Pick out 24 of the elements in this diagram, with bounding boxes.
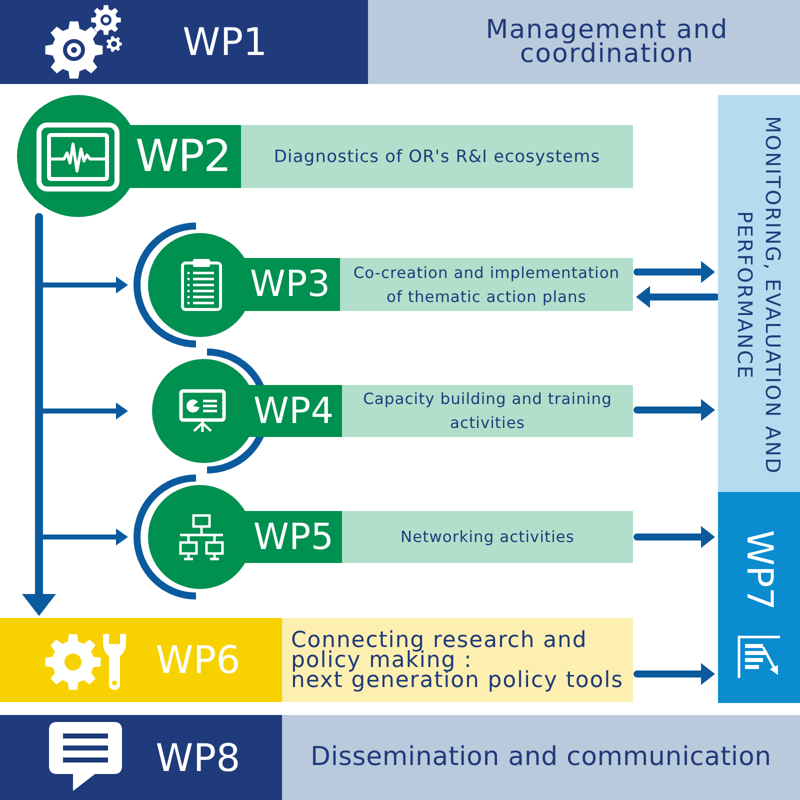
- description-text: Connecting research and policy making :: [291, 631, 588, 671]
- work-package-code: WP2: [135, 130, 231, 183]
- work-package-title: Dissemination and communication: [310, 742, 772, 773]
- work-package-code: WP7: [738, 530, 780, 610]
- work-package-code: WP4: [253, 390, 334, 432]
- work-package-title: Management and coordination: [484, 18, 730, 66]
- work-package-code: WP1: [182, 19, 268, 65]
- description-text: Networking activities: [400, 527, 576, 548]
- work-package-banner: [0, 618, 633, 702]
- work-package-code: WP6: [156, 637, 240, 683]
- description-text: Capacity building and training activities: [362, 389, 613, 434]
- work-package-banner: [0, 715, 800, 800]
- work-package-code: WP8: [156, 734, 240, 780]
- work-package-code: WP5: [253, 516, 334, 558]
- description-text: Co-creation and implementation of thematic action plans: [352, 262, 621, 308]
- arrow: [43, 528, 128, 546]
- work-package-code: WP3: [250, 263, 330, 306]
- work-package-column: [718, 95, 800, 703]
- work-package-banner: [0, 0, 800, 84]
- work-package-row: [17, 95, 633, 217]
- description-text: Diagnostics of OR's R&I ecosystems: [274, 146, 600, 166]
- work-package-title: MONITORING, EVALUATION AND PERFORMANCE: [732, 114, 786, 476]
- arrow: [43, 276, 128, 294]
- description-text: next generation policy tools: [291, 671, 624, 691]
